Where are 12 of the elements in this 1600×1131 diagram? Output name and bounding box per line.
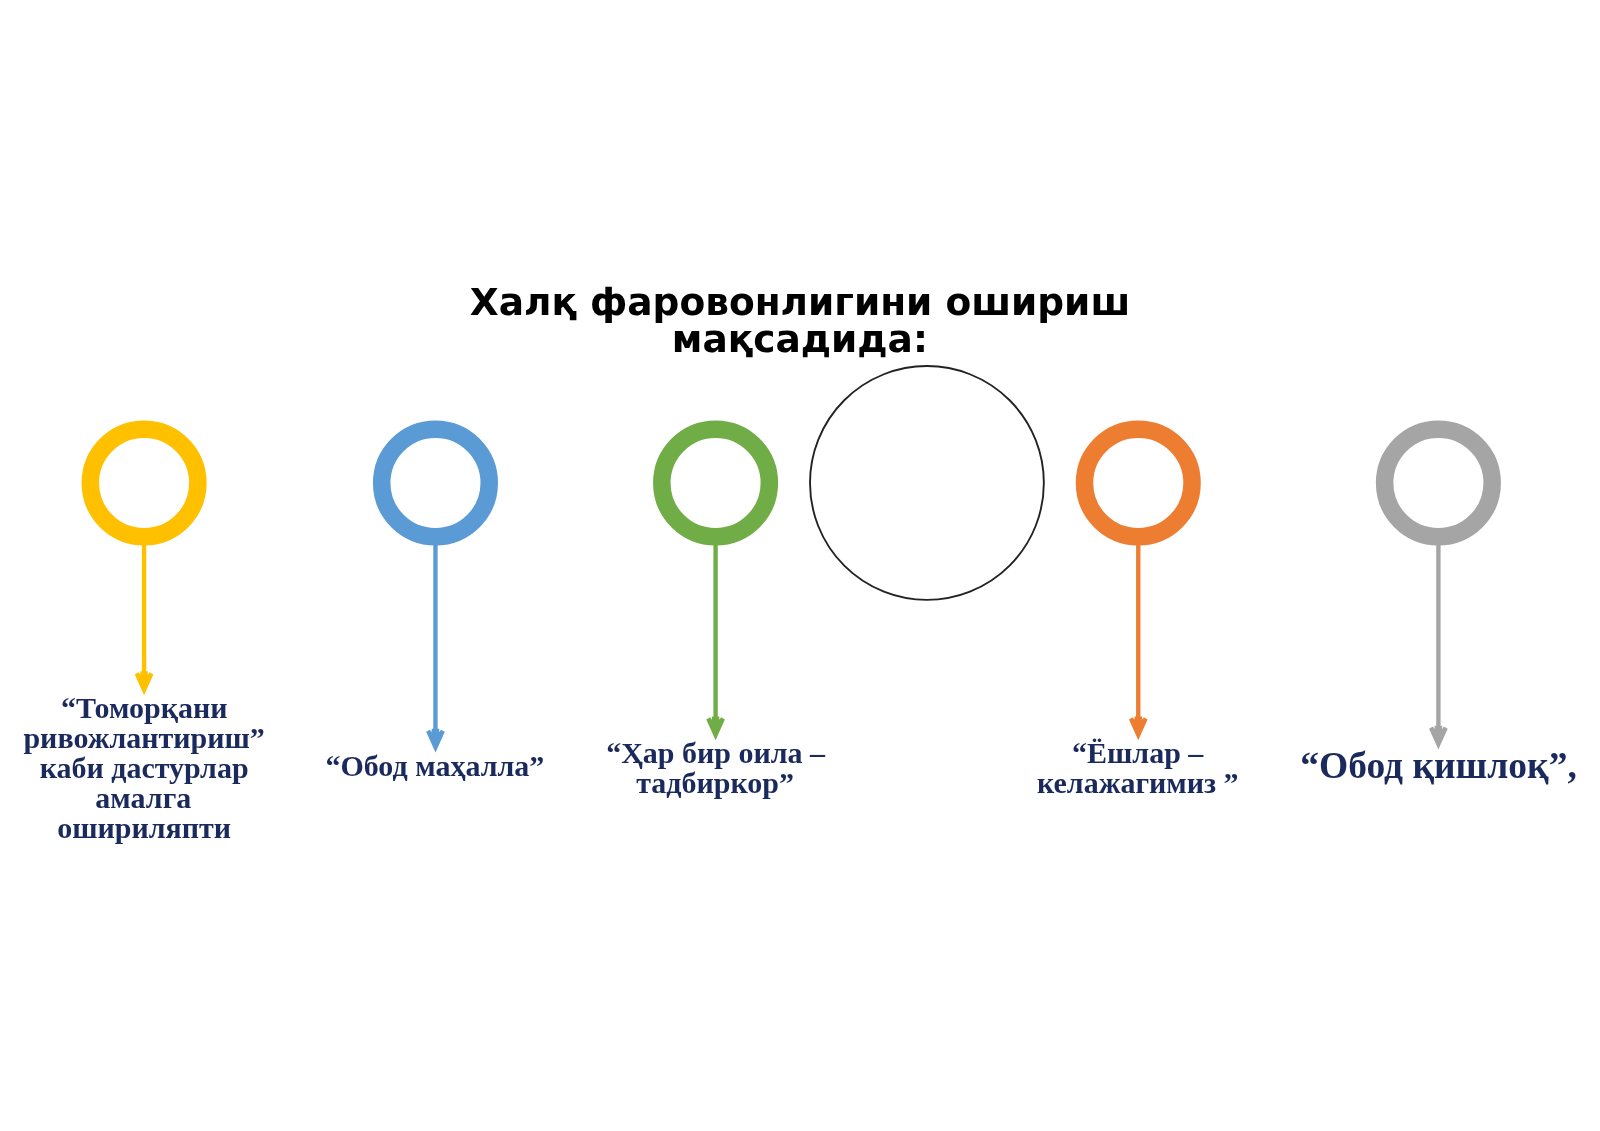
node-circle xyxy=(372,420,498,546)
node-text: “Ҳар бир оила – тадбиркор” xyxy=(606,735,826,799)
node-text: “Обод қишлоқ”, xyxy=(1300,745,1577,787)
node-circle xyxy=(1375,420,1501,546)
node-text: “Ёшлар – келажагимиз ” xyxy=(1036,735,1239,799)
node-text: “Томорқани ривожлантириш” каби дастурлар амалга ошириляпти xyxy=(23,690,265,844)
node-text: “Обод маҳалла” xyxy=(325,749,545,783)
diagram-title: Халқ фаровонлигини ошириш мақсадида: xyxy=(469,279,1131,362)
node-circle xyxy=(809,365,1045,601)
node-circle xyxy=(653,420,779,546)
node-circle xyxy=(1075,420,1201,546)
node-circle xyxy=(81,420,207,546)
